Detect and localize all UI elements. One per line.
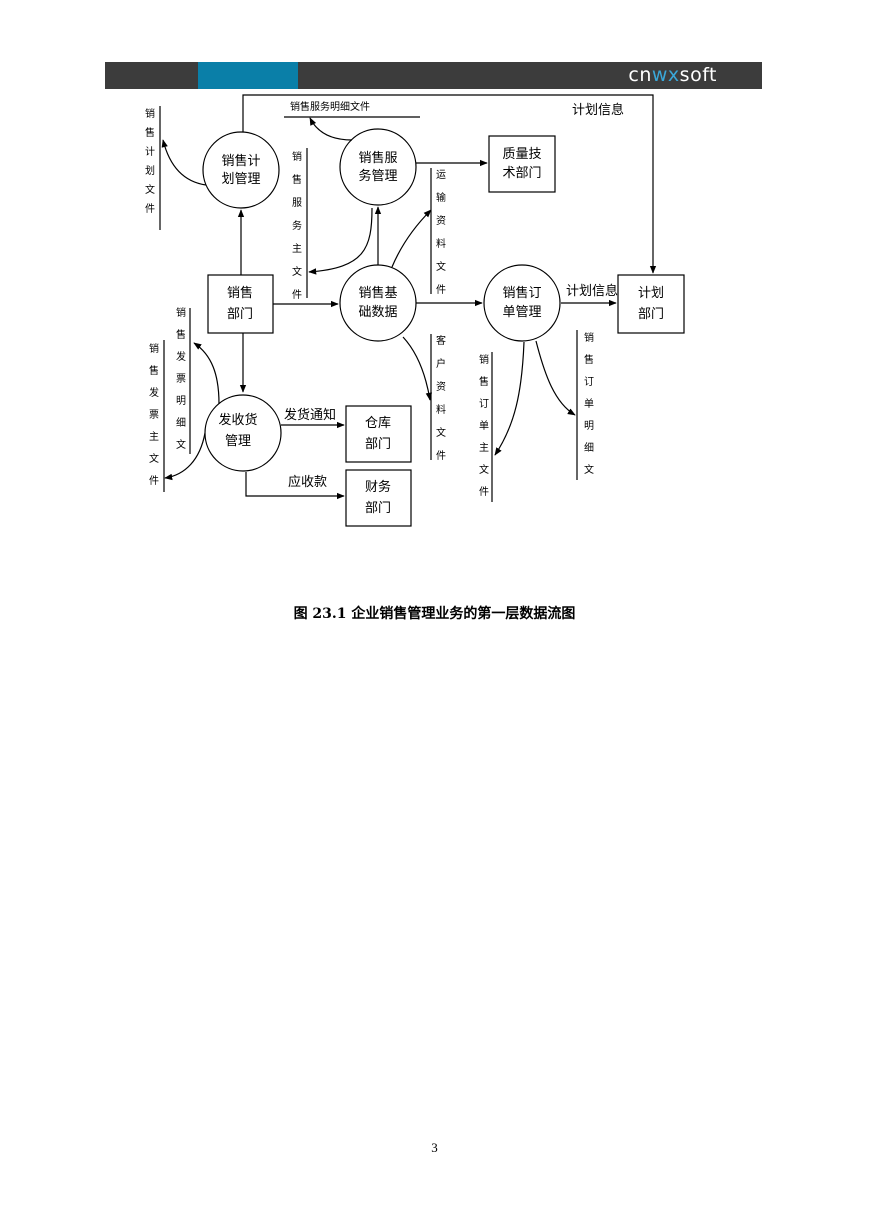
process-sales-plan-label: 销售计划管理: [221, 153, 260, 187]
store-label-service-master: 销售服务主文件: [292, 150, 302, 301]
entity-warehouse: [345, 405, 412, 463]
header-accent-block: [198, 62, 298, 89]
flow-label-plan-info-right: 计划信息: [566, 283, 618, 299]
entity-sales-dept: [207, 274, 274, 334]
entity-finance: [345, 469, 412, 527]
page-number: 3: [431, 1140, 438, 1155]
process-sales-order: [483, 264, 561, 342]
entity-plan-dept: [617, 274, 685, 334]
process-sales-base-label: 销售基础数据: [358, 285, 397, 320]
flow-shipping-to-invoice-master: [164, 432, 206, 481]
flow-label-receivables: 应收款: [288, 474, 327, 490]
flow-order-to-detail: [535, 340, 576, 416]
flow-label-ship-notice: 发货通知: [284, 407, 336, 423]
store-label-customer: 客户资料文件: [436, 334, 446, 462]
process-shipping: [204, 394, 282, 472]
store-label-invoice-detail: 销售发票明细文: [176, 306, 186, 451]
flow-base-to-service-master: [308, 207, 373, 275]
process-sales-order-label: 销售订单管理: [502, 285, 541, 320]
data-flow-diagram: 销售计划管理 销售服务管理 销售基础数据 销售订单管理 发收货管理 质量技术部门…: [145, 94, 685, 527]
flow-label-plan-info-top: 计划信息: [572, 102, 624, 118]
flow-shipping-to-finance: [245, 472, 345, 500]
process-sales-service: [339, 128, 417, 206]
process-shipping-label: 发收货管理: [218, 412, 257, 449]
entity-finance-label: 财务部门: [365, 479, 391, 516]
store-label-order-master: 销售订单主文件: [479, 353, 489, 498]
figure-caption: 图 23.1 企业销售管理业务的第一层数据流图: [293, 606, 576, 622]
flow-service-to-detail: [309, 117, 353, 141]
flow-base-to-transport: [391, 209, 432, 268]
flow-order-to-master: [494, 341, 525, 456]
entity-quality: [488, 135, 556, 193]
flow-plan-to-file: [161, 139, 207, 186]
store-label-order-detail: 销售订单明细文: [584, 331, 594, 476]
process-sales-plan: [202, 131, 280, 209]
flow-plan-info-top: [242, 94, 657, 274]
store-label-transport: 运输资料文件: [436, 169, 446, 296]
flow-base-to-customer: [402, 336, 432, 401]
entity-sales-dept-label: 销售部门: [227, 285, 253, 322]
entity-plan-dept-label: 计划部门: [638, 286, 664, 322]
process-sales-base: [339, 264, 417, 342]
brand-logo: cnwxsoft: [628, 64, 717, 86]
store-label-invoice-master: 销售发票主文件: [149, 342, 159, 487]
store-label-service-detail: 销售服务明细文件: [290, 100, 370, 113]
process-sales-service-label: 销售服务管理: [358, 150, 397, 184]
entity-quality-label: 质量技术部门: [502, 147, 541, 181]
flow-shipping-to-invoice-detail: [193, 342, 220, 405]
entity-warehouse-label: 仓库部门: [365, 415, 391, 452]
store-label-sales-plan: 销售计划文件: [145, 107, 155, 215]
